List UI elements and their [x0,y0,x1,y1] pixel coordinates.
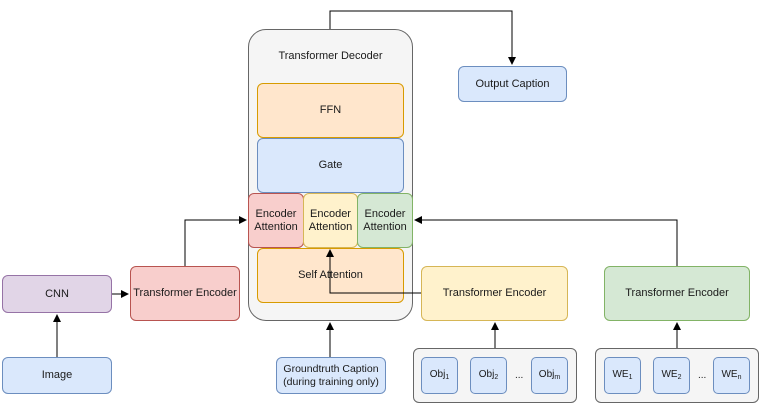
decoder-title: Transformer Decoder [278,50,383,62]
word-embedding-2: WE2 [653,357,690,394]
arrow-word-encoder-to-attention [414,216,678,266]
encoder-attention-object: Encoder Attention [303,193,358,248]
cnn-box: CNN [2,275,112,313]
image-transformer-encoder: Transformer Encoder [130,266,240,321]
gate-box: Gate [257,138,404,193]
object-feature-2: Obj2 [470,357,507,394]
ffn-box: FFN [257,83,404,138]
object-feature-1: Obj1 [421,357,458,394]
encoder-attention-word: Encoder Attention [357,193,413,248]
image-input-box: Image [2,357,112,394]
encoder-attention-image: Encoder Attention [248,193,304,248]
arrow-decoder-to-output [329,10,516,65]
word-embedding-n: WEn [713,357,750,394]
word-transformer-encoder: Transformer Encoder [604,266,750,321]
arrow-image-encoder-to-attention [184,216,247,266]
arrow-object-encoder-to-attention [326,249,421,294]
output-caption-box: Output Caption [458,66,567,102]
groundtruth-caption-box: Groundtruth Caption (during training onl… [276,357,386,394]
object-transformer-encoder: Transformer Encoder [421,266,568,321]
word-ellipsis: ... [698,370,707,381]
object-feature-m: Objm [531,357,568,394]
word-embedding-1: WE1 [604,357,641,394]
object-ellipsis: ... [515,370,524,381]
